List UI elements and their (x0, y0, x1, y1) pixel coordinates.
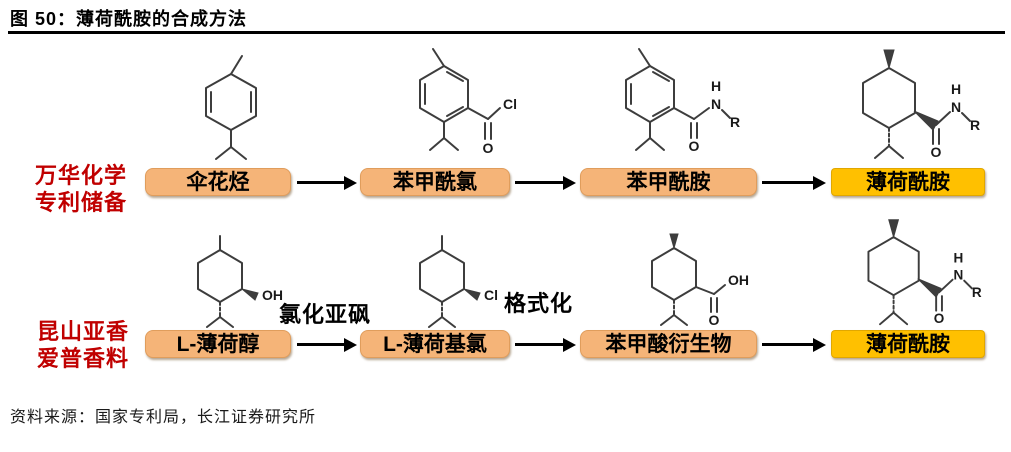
company-label-kunshan: 昆山亚香 爱普香料 (20, 318, 146, 372)
reagent-label-thionyl-chloride: 氯化亚砜 (279, 302, 372, 327)
row1-step1-box: 伞花烃 (145, 168, 291, 196)
atom-label-o: O (689, 138, 700, 154)
atom-label-r: R (970, 117, 980, 133)
p-cymene-structure (172, 52, 290, 164)
benzoyl-chloride-structure: O Cl (392, 46, 518, 162)
atom-label-oh: OH (728, 272, 749, 288)
row1-final-product-box: 薄荷酰胺 (831, 168, 985, 196)
title-underline (8, 31, 1005, 34)
atom-label-o: O (934, 311, 945, 326)
atom-label-oh: OH (262, 287, 283, 303)
row1-step2-box: 苯甲酰氯 (360, 168, 510, 196)
row1-step3-box: 苯甲酰胺 (580, 168, 757, 196)
atom-label-n: N (711, 96, 721, 112)
page-title: 图 50：薄荷酰胺的合成方法 (10, 9, 248, 29)
atom-label-h: H (954, 250, 964, 265)
atom-label-r: R (972, 285, 982, 300)
atom-label-cl: Cl (484, 287, 498, 303)
company-label-line: 爱普香料 (36, 346, 129, 371)
l-menthol-structure: OH (172, 234, 288, 328)
atom-label-o: O (709, 312, 720, 328)
atom-label-r: R (730, 114, 740, 130)
row2-step3-box: 苯甲酸衍生物 (580, 330, 757, 358)
atom-label-n: N (954, 268, 964, 283)
company-label-line: 专利储备 (34, 190, 127, 215)
menthyl-carboxylic-acid-structure: OH O (626, 232, 752, 328)
menthyl-amide-structure: O N H R (838, 212, 984, 330)
flow-arrow (762, 337, 826, 352)
source-attribution: 资料来源：国家专利局，长江证券研究所 (10, 409, 317, 426)
flow-arrow (515, 337, 576, 352)
flow-arrow (297, 337, 357, 352)
company-label-line: 万华化学 (34, 163, 127, 188)
menthyl-amide-structure: O N H R (833, 42, 981, 164)
company-label-wanhua: 万华化学 专利储备 (18, 162, 144, 216)
atom-label-o: O (483, 140, 494, 156)
reagent-label-grignard: 格式化 (504, 291, 574, 316)
l-menthyl-chloride-structure: Cl (394, 234, 506, 328)
atom-label-o: O (931, 144, 942, 160)
atom-label-h: H (711, 78, 721, 94)
benzamide-structure: O N H R (598, 46, 740, 160)
row2-step1-box: L-薄荷醇 (145, 330, 291, 358)
row2-step2-box: L-薄荷基氯 (360, 330, 510, 358)
flow-arrow (515, 175, 576, 190)
company-label-line: 昆山亚香 (36, 319, 129, 344)
atom-label-h: H (951, 81, 961, 97)
atom-label-n: N (951, 99, 961, 115)
flow-arrow (297, 175, 357, 190)
atom-label-cl: Cl (503, 96, 517, 112)
flow-arrow (762, 175, 826, 190)
row2-final-product-box: 薄荷酰胺 (831, 330, 985, 358)
